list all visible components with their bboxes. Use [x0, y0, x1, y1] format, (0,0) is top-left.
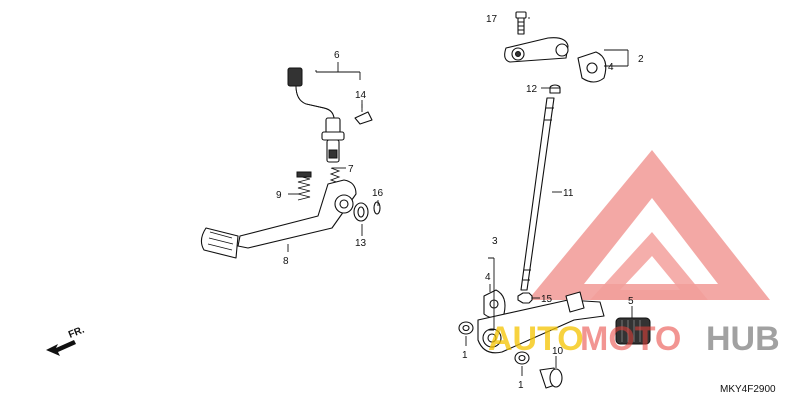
- part-14-clip: [354, 104, 373, 125]
- part-16-seal: [373, 201, 381, 215]
- part-5-rubber: [615, 317, 651, 345]
- callout-1-left: 1: [462, 350, 468, 361]
- callout-13: 13: [355, 238, 367, 249]
- part-6-switch: [287, 67, 345, 163]
- leader-lines: [287, 17, 633, 376]
- part-4-joint-lower: [483, 289, 506, 319]
- callout-17: 17: [486, 14, 498, 25]
- part-2-upper-arm: [504, 37, 569, 63]
- diagram-code: MKY4F2900: [720, 384, 776, 395]
- part-9-spring: [296, 171, 312, 201]
- part-3-shift-arm: [477, 291, 605, 354]
- callout-5: 5: [628, 296, 634, 307]
- callout-4-upper: 4: [608, 62, 614, 73]
- part-10-pivot-bolt: [539, 367, 563, 389]
- callout-9: 9: [276, 190, 282, 201]
- callout-12: 12: [526, 84, 538, 95]
- callout-7: 7: [348, 164, 354, 175]
- callout-16: 16: [372, 188, 384, 199]
- part-1-washer-right: [514, 351, 530, 365]
- part-12-nut: [549, 84, 561, 94]
- callout-3: 3: [492, 236, 498, 247]
- part-11-rod: [520, 97, 555, 291]
- callout-8: 8: [283, 256, 289, 267]
- callout-15: 15: [541, 294, 553, 305]
- front-arrow-icon: FR.: [46, 324, 86, 356]
- svg-text:AUTO: AUTO: [488, 320, 584, 358]
- callout-2: 2: [638, 54, 644, 65]
- watermark-text: AUTO MOTO HUB: [488, 320, 780, 358]
- part-13-washer: [353, 202, 369, 222]
- part-15-nut: [517, 292, 533, 304]
- callout-14: 14: [355, 90, 367, 101]
- part-4-joint-upper: [577, 51, 607, 83]
- callout-6: 6: [334, 50, 340, 61]
- callout-labels: 6 14 7 9 16 13 8 17 2 4 12 11 3 4 15 5 1…: [276, 14, 644, 391]
- part-8-pedal: [200, 179, 357, 259]
- callout-10: 10: [552, 346, 564, 357]
- svg-text:HUB: HUB: [706, 320, 780, 358]
- svg-text:MOTO: MOTO: [580, 320, 681, 358]
- callout-4-lower: 4: [485, 272, 491, 283]
- part-1-washer-left: [458, 321, 474, 335]
- callout-11: 11: [563, 188, 574, 199]
- watermark-logo: [528, 150, 770, 300]
- part-17-bolt: [515, 11, 527, 35]
- callout-1-right: 1: [518, 380, 524, 391]
- front-direction-label: FR.: [67, 324, 86, 340]
